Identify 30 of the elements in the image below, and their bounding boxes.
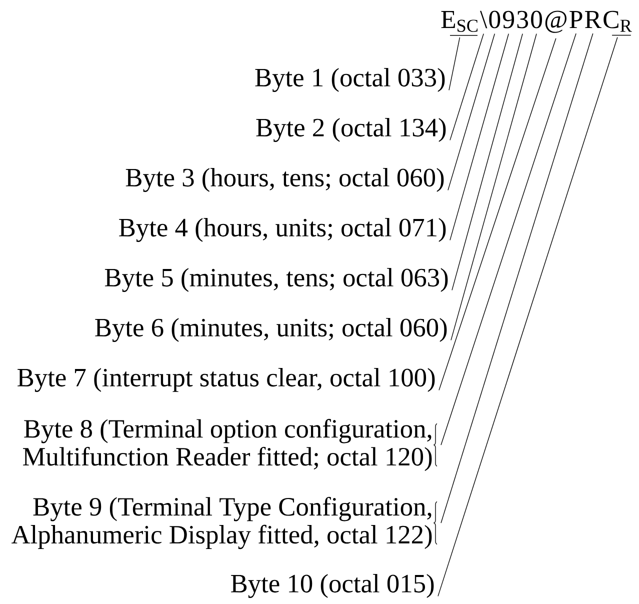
character: @ bbox=[545, 10, 566, 33]
leader-line bbox=[448, 37, 460, 91]
leader-line bbox=[440, 33, 576, 446]
leader-line bbox=[450, 33, 537, 341]
byte-label: Byte 3 (hours, tens; octal 060) bbox=[126, 168, 444, 192]
character: 9 bbox=[502, 10, 514, 28]
character: C$_{R}$ bbox=[604, 10, 632, 32]
byte-label: Byte 7 (interrupt status clear, octal 100) bbox=[18, 368, 435, 392]
leader-line bbox=[438, 36, 618, 597]
byte-label: Byte 1 (octal 033) bbox=[255, 68, 445, 92]
character: P bbox=[570, 11, 582, 28]
character: E$_{SC}$ bbox=[441, 11, 478, 32]
byte-label: Byte 9 (Terminal Type Configuration, Alphanumeric Display fitted, octal 122) bbox=[12, 496, 432, 550]
byte-label: Byte 6 (minutes, units; octal 060) bbox=[95, 318, 447, 342]
byte-label: Byte 8 (Terminal option configuration, Multifunction Reader fitted; octal 120) bbox=[23, 418, 432, 472]
leader-line bbox=[452, 33, 523, 291]
byte-label: Byte 4 (hours, units; octal 071) bbox=[119, 218, 446, 242]
byte-label: Byte 5 (minutes, tens; octal 063) bbox=[104, 268, 448, 292]
leader-line bbox=[448, 33, 496, 191]
character: 3 bbox=[517, 10, 528, 28]
character: \ bbox=[480, 10, 488, 28]
character: 0 bbox=[531, 10, 542, 28]
leader-line bbox=[438, 38, 556, 391]
character: R bbox=[585, 11, 602, 28]
byte-label: Byte 2 (octal 134) bbox=[256, 118, 446, 142]
leader-line bbox=[450, 33, 484, 141]
leader-line bbox=[440, 33, 594, 524]
leader-line bbox=[450, 33, 509, 241]
byte-label: Byte 10 (octal 015) bbox=[231, 574, 434, 598]
character: 0 bbox=[489, 10, 500, 28]
